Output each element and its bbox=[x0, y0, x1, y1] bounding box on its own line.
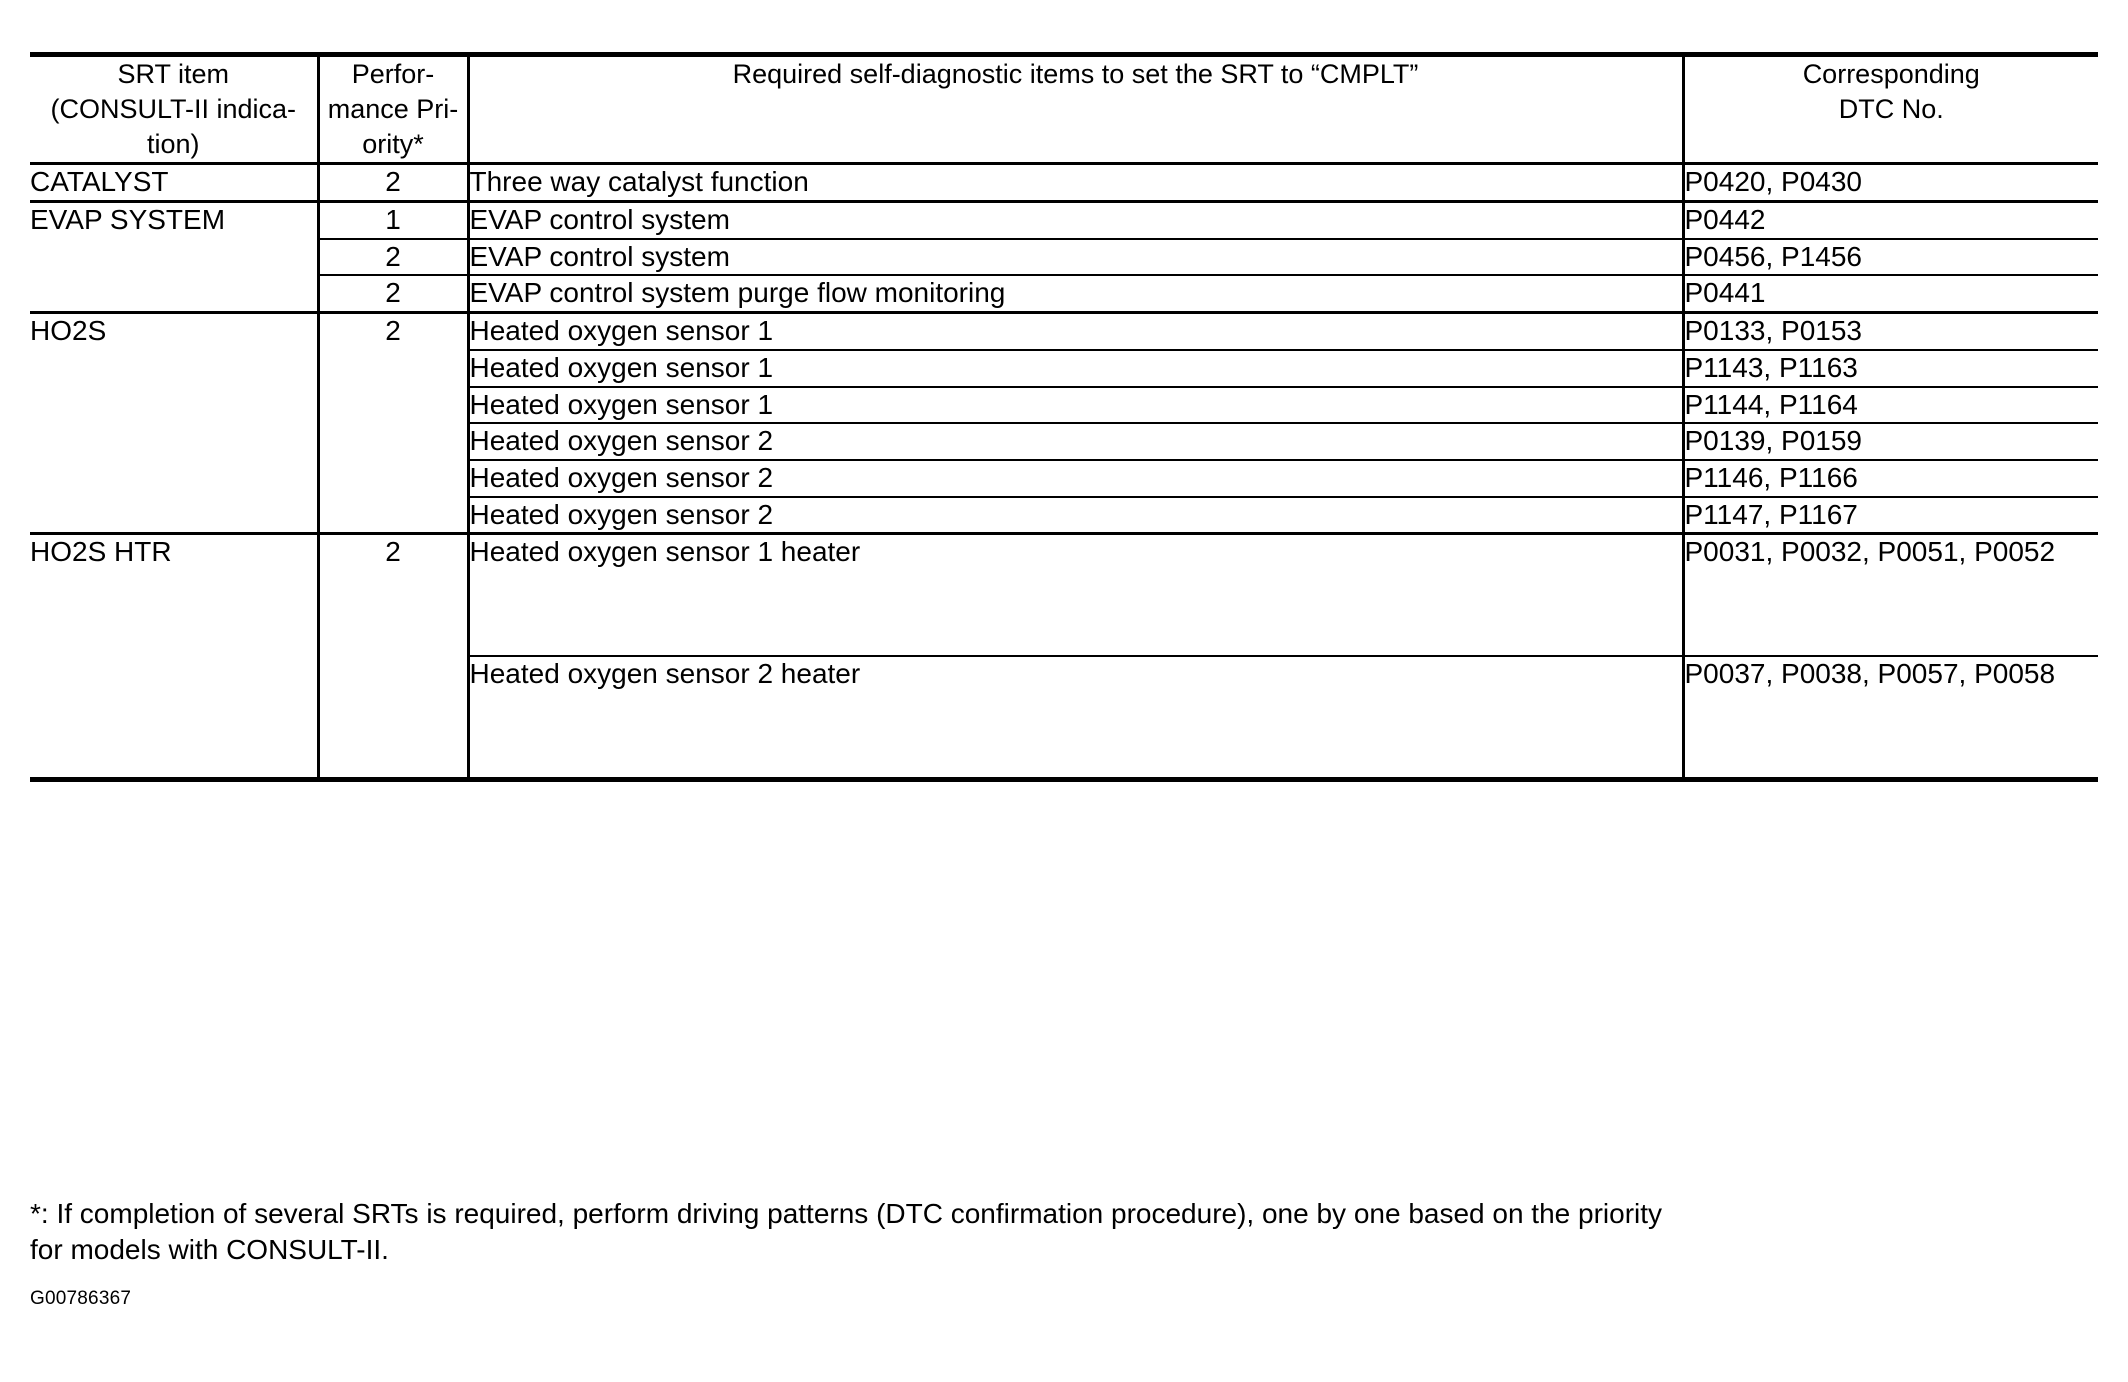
header-priority-line2: mance Pri- bbox=[327, 94, 459, 125]
cell-required-item: Heated oxygen sensor 1 bbox=[466, 386, 1683, 425]
table-row: Heated oxygen sensor 1 P1143, P1163 bbox=[30, 349, 2098, 388]
column-header-required-items: Required self-diagnostic items to set th… bbox=[466, 51, 1683, 166]
cell-priority: 2 bbox=[316, 312, 468, 536]
footnote-line-2: for models with CONSULT-II. bbox=[30, 1234, 389, 1266]
cell-priority: 2 bbox=[316, 275, 468, 315]
footnote-line-1: *: If completion of several SRTs is requ… bbox=[30, 1198, 1663, 1229]
figure-reference-code: G00786367 bbox=[30, 1288, 132, 1309]
table-row: CATALYST 2 Three way catalyst function P… bbox=[30, 163, 2098, 203]
cell-required-item: EVAP control system bbox=[466, 238, 1683, 277]
header-srt-line3: tion) bbox=[146, 129, 200, 160]
header-priority-line1: Perfor- bbox=[351, 59, 435, 89]
cell-srt-item: HO2S bbox=[30, 312, 318, 536]
cell-required-item: Heated oxygen sensor 2 heater bbox=[466, 656, 1683, 783]
table-header: SRT item (CONSULT-II indica- tion) Perfo… bbox=[30, 51, 2098, 166]
cell-dtc: P1143, P1163 bbox=[1681, 349, 2098, 388]
cell-dtc: P1144, P1164 bbox=[1681, 386, 2098, 425]
table-row: Heated oxygen sensor 1 P1144, P1164 bbox=[30, 386, 2098, 425]
cell-required-item: Heated oxygen sensor 2 bbox=[466, 460, 1683, 498]
cell-priority: 2 bbox=[316, 533, 468, 783]
cell-srt-item: HO2S HTR bbox=[30, 533, 318, 783]
table-row: 2 EVAP control system purge flow monitor… bbox=[30, 275, 2098, 315]
cell-required-item: EVAP control system purge flow monitorin… bbox=[466, 275, 1683, 315]
table-footnote: *: If completion of several SRTs is requ… bbox=[30, 1196, 2098, 1269]
cell-dtc: P0139, P0159 bbox=[1681, 423, 2098, 462]
table-row: Heated oxygen sensor 2 P1146, P1166 bbox=[30, 460, 2098, 498]
cell-dtc: P1146, P1166 bbox=[1681, 460, 2098, 498]
column-header-srt-item: SRT item (CONSULT-II indica- tion) bbox=[30, 51, 318, 166]
cell-required-item: Three way catalyst function bbox=[466, 163, 1683, 203]
srt-table-container: SRT item (CONSULT-II indica- tion) Perfo… bbox=[30, 51, 2098, 783]
header-dtc-line2: DTC No. bbox=[1838, 94, 1944, 125]
cell-priority: 2 bbox=[316, 238, 468, 277]
cell-dtc: P1147, P1167 bbox=[1681, 496, 2098, 536]
table-row: Heated oxygen sensor 2 P1147, P1167 bbox=[30, 496, 2098, 536]
cell-dtc: P0420, P0430 bbox=[1681, 163, 2098, 203]
cell-dtc: P0031, P0032, P0051, P0052 bbox=[1681, 533, 2098, 658]
table-body: CATALYST 2 Three way catalyst function P… bbox=[30, 163, 2098, 783]
header-required-text: Required self-diagnostic items to set th… bbox=[732, 59, 1419, 89]
column-header-performance-priority: Perfor- mance Pri- ority* bbox=[316, 51, 468, 166]
cell-dtc: P0442 bbox=[1681, 201, 2098, 240]
cell-dtc: P0456, P1456 bbox=[1681, 238, 2098, 277]
cell-srt-item: CATALYST bbox=[30, 163, 318, 203]
header-dtc-line1: Corresponding bbox=[1802, 59, 1980, 89]
table-row: HO2S 2 Heated oxygen sensor 1 P0133, P01… bbox=[30, 312, 2098, 536]
cell-dtc: P0037, P0038, P0057, P0058 bbox=[1681, 656, 2098, 783]
table-row: HO2S HTR 2 Heated oxygen sensor 1 heater… bbox=[30, 533, 2098, 783]
cell-srt-item: EVAP SYSTEM bbox=[30, 201, 318, 315]
header-srt-line1: SRT item bbox=[117, 59, 230, 89]
cell-dtc: P0441 bbox=[1681, 275, 2098, 315]
table-row: 2 EVAP control system P0456, P1456 bbox=[30, 238, 2098, 277]
table-row: EVAP SYSTEM 1 EVAP control system P0442 bbox=[30, 201, 2098, 315]
cell-priority: 2 bbox=[316, 163, 468, 203]
cell-required-item: Heated oxygen sensor 1 bbox=[466, 312, 1683, 351]
cell-required-item: Heated oxygen sensor 1 bbox=[466, 349, 1683, 388]
header-srt-line2: (CONSULT-II indica- bbox=[50, 94, 297, 125]
table-row: Heated oxygen sensor 2 heater P0037, P00… bbox=[30, 656, 2098, 783]
cell-required-item: Heated oxygen sensor 2 bbox=[466, 496, 1683, 536]
column-header-corresponding-dtc: Corresponding DTC No. bbox=[1681, 51, 2098, 166]
header-row: SRT item (CONSULT-II indica- tion) Perfo… bbox=[30, 51, 2098, 166]
cell-required-item: Heated oxygen sensor 1 heater bbox=[466, 533, 1683, 658]
srt-item-table: SRT item (CONSULT-II indica- tion) Perfo… bbox=[30, 51, 2098, 783]
cell-dtc: P0133, P0153 bbox=[1681, 312, 2098, 351]
cell-required-item: Heated oxygen sensor 2 bbox=[466, 423, 1683, 462]
header-priority-line3: ority* bbox=[362, 129, 424, 160]
table-row: Heated oxygen sensor 2 P0139, P0159 bbox=[30, 423, 2098, 462]
cell-priority: 1 bbox=[316, 201, 468, 240]
cell-required-item: EVAP control system bbox=[466, 201, 1683, 240]
